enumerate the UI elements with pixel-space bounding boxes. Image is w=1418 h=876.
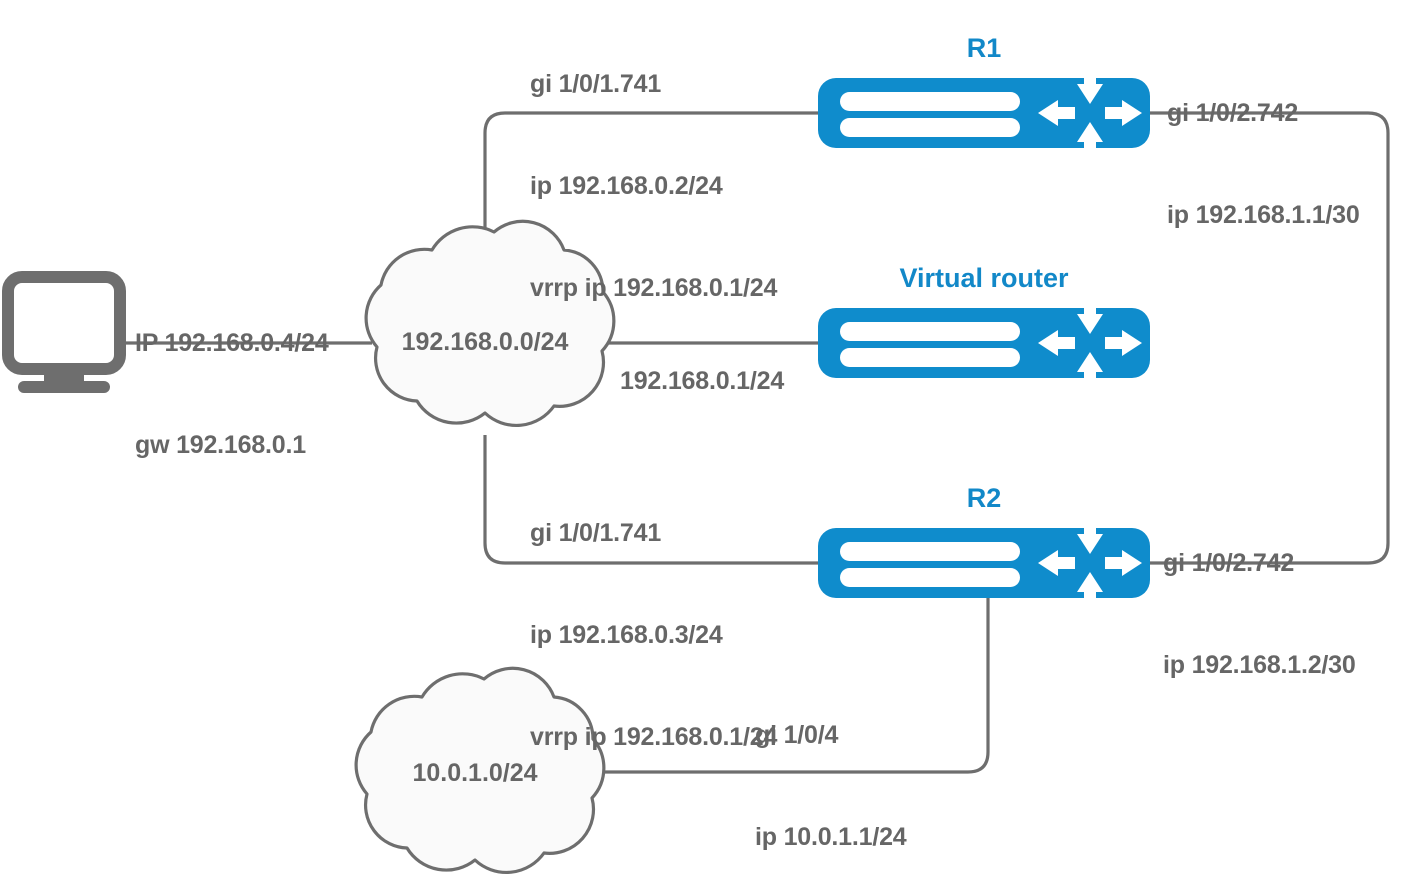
router-icon-virtual[interactable] — [818, 297, 1150, 389]
r2-remote-interface-label: gi 1/0/4 ip 10.0.1.1/24 — [755, 650, 907, 876]
r2-lan-line-3: vrrp ip 192.168.0.1/24 — [530, 723, 778, 751]
r1-lan-interface-label: gi 1/0/1.741 ip 192.168.0.2/24 vrrp ip 1… — [530, 0, 777, 373]
r2-wan-line-2: ip 192.168.1.2/30 — [1163, 651, 1356, 679]
pc-label-line-2: gw 192.168.0.1 — [135, 431, 306, 459]
r2-lan-line-2: ip 192.168.0.3/24 — [530, 621, 723, 649]
router-icon-r2[interactable] — [818, 517, 1150, 609]
r2-lan-line-1: gi 1/0/1.741 — [530, 519, 662, 547]
r1-lan-line-3: vrrp ip 192.168.0.1/24 — [530, 274, 778, 302]
r1-lan-line-2: ip 192.168.0.2/24 — [530, 172, 723, 200]
router-name-r1: R1 — [966, 33, 1002, 63]
router-icon-r1[interactable] — [818, 67, 1150, 159]
router-name-r2: R2 — [966, 483, 1002, 513]
virtual-lan-line-1: 192.168.0.1/24 — [620, 367, 785, 395]
r1-wan-line-2: ip 192.168.1.1/30 — [1167, 201, 1360, 229]
r2-remote-line-1: gi 1/0/4 — [755, 721, 839, 749]
r2-wan-interface-label: gi 1/0/2.742 ip 192.168.1.2/30 — [1163, 478, 1356, 750]
r2-remote-line-2: ip 10.0.1.1/24 — [755, 823, 907, 851]
cloud-remote-shape — [354, 666, 606, 875]
r1-wan-interface-label: gi 1/0/2.742 ip 192.168.1.1/30 — [1167, 28, 1360, 300]
virtual-router-lan-label: 192.168.0.1/24 — [620, 296, 784, 466]
monitor-icon — [2, 271, 126, 393]
pc-label: IP 192.168.0.4/24 gw 192.168.0.1 — [135, 258, 329, 530]
r2-lan-interface-label: gi 1/0/1.741 ip 192.168.0.3/24 vrrp ip 1… — [530, 448, 777, 822]
r1-lan-line-1: gi 1/0/1.741 — [530, 70, 662, 98]
r2-wan-line-1: gi 1/0/2.742 — [1163, 549, 1295, 577]
cloud-lan-shape — [364, 219, 616, 428]
link-r2-to-remote-cloud — [578, 598, 990, 774]
router-name-virtual: Virtual router — [899, 263, 1069, 293]
cloud-label-remote: 10.0.1.0/24 — [412, 759, 538, 787]
r1-wan-line-1: gi 1/0/2.742 — [1167, 99, 1299, 127]
link-lan-cloud-to-r2 — [483, 435, 822, 565]
pc-label-line-1: IP 192.168.0.4/24 — [135, 329, 329, 357]
cloud-label-lan: 192.168.0.0/24 — [401, 328, 569, 356]
link-r1-to-r2-wan — [1146, 111, 1390, 565]
link-lan-cloud-to-r1 — [483, 111, 822, 248]
